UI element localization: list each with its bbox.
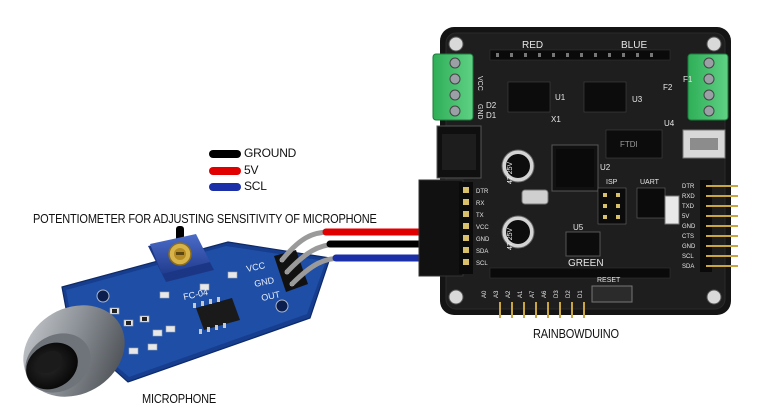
silk-u5: U5 bbox=[573, 223, 584, 232]
silk-uart: UART bbox=[640, 179, 660, 186]
bottom-pin-label: A3 bbox=[494, 290, 500, 298]
legend-label-5v: 5V bbox=[244, 163, 259, 177]
right-pin-label: CTS bbox=[682, 234, 694, 240]
bottom-pin-label: A0 bbox=[482, 290, 488, 298]
capacitor-2 bbox=[501, 215, 535, 249]
silk-isp: ISP bbox=[606, 179, 618, 186]
board-right-pin-header bbox=[700, 180, 738, 272]
board-silkscreen: RED BLUE GREEN X1 U1 U2 U3 U4 U5 D1 D2 F… bbox=[476, 40, 693, 284]
mic-pin-label-gnd: GND bbox=[253, 275, 275, 289]
left-pin-label: RX bbox=[476, 201, 484, 207]
silk-f2: F2 bbox=[663, 83, 673, 92]
isp-header bbox=[597, 187, 627, 225]
silk-d2: D2 bbox=[486, 101, 497, 110]
right-pin-label: 5V bbox=[682, 214, 689, 220]
bottom-pin-label: A2 bbox=[506, 290, 512, 298]
silk-vcc: VCC bbox=[476, 76, 483, 91]
board-left-connector bbox=[418, 179, 473, 277]
bottom-pin-label: D2 bbox=[566, 290, 572, 298]
microphone-caption: MICROPHONE bbox=[142, 392, 217, 406]
left-pin-label: VCC bbox=[476, 225, 489, 231]
left-pin-label: SDA bbox=[476, 249, 488, 255]
right-pin-label: RXD bbox=[682, 194, 695, 200]
terminal-block-right bbox=[687, 53, 729, 121]
bottom-pin-label: A7 bbox=[530, 290, 536, 298]
legend-label-ground: GROUND bbox=[244, 146, 297, 160]
mic-comparator-chip bbox=[193, 297, 240, 334]
silk-f1: F1 bbox=[683, 75, 693, 84]
board-bottom-pin-header bbox=[499, 302, 585, 318]
mic-pin-label-vcc: VCC bbox=[245, 260, 266, 274]
legend-label-scl: SCL bbox=[244, 179, 267, 193]
capacitor-1 bbox=[501, 149, 535, 183]
silk-u3: U3 bbox=[632, 95, 643, 104]
rainbowduino-caption: RAINBOWDUINO bbox=[533, 327, 619, 341]
silk-u2: U2 bbox=[600, 163, 611, 172]
bottom-pin-label: D1 bbox=[578, 290, 584, 298]
bottom-pin-label: A1 bbox=[518, 290, 524, 298]
rainbowduino-board bbox=[418, 27, 738, 318]
terminal-block-left bbox=[432, 53, 474, 121]
silk-cap2: 47 25V bbox=[507, 227, 514, 250]
potentiometer bbox=[148, 234, 214, 282]
usb-connector bbox=[682, 129, 726, 159]
silk-d1: D1 bbox=[486, 111, 497, 120]
legend-swatch-scl bbox=[209, 183, 241, 191]
silk-ftdi: FTDI bbox=[620, 140, 638, 149]
silk-gnd: GND bbox=[476, 104, 483, 120]
silk-red: RED bbox=[522, 40, 543, 51]
silk-reset: RESET bbox=[597, 277, 621, 284]
left-pin-label: SCL bbox=[476, 261, 488, 267]
right-pin-label: DTR bbox=[682, 184, 695, 190]
bottom-pin-label: D3 bbox=[554, 290, 560, 298]
mic-pin-label-out: OUT bbox=[260, 289, 281, 303]
potentiometer-annotation: POTENTIOMETER FOR ADJUSTING SENSITIVITY … bbox=[33, 212, 377, 226]
bottom-pin-label: A6 bbox=[542, 290, 548, 298]
silk-u4: U4 bbox=[664, 119, 675, 128]
silk-cap1: 47 25V bbox=[507, 161, 514, 184]
board-left-pin-labels: DTR RX TX VCC GND SDA SCL bbox=[476, 189, 490, 267]
silk-green: GREEN bbox=[568, 258, 604, 269]
mcu-chip bbox=[551, 144, 599, 192]
right-pin-label: SDA bbox=[682, 264, 694, 270]
right-pin-label: GND bbox=[682, 244, 696, 250]
left-pin-label: GND bbox=[476, 237, 490, 243]
silk-u1: U1 bbox=[555, 93, 566, 102]
microphone-capsule bbox=[23, 305, 125, 397]
silk-x1: X1 bbox=[551, 115, 561, 124]
silk-blue: BLUE bbox=[621, 40, 647, 51]
board-right-pin-labels: DTR RXD TXD 5V GND CTS GND SCL SDA bbox=[682, 184, 696, 270]
power-jack bbox=[436, 125, 482, 179]
legend-swatch-5v bbox=[209, 167, 241, 175]
right-pin-label: TXD bbox=[682, 204, 695, 210]
right-pin-label: GND bbox=[682, 224, 696, 230]
left-pin-label: TX bbox=[476, 213, 484, 219]
board-bottom-pin-labels: A3 A2 A1 A7 A6 D3 D2 D1 A0 bbox=[482, 290, 584, 298]
right-pin-label: SCL bbox=[682, 254, 694, 260]
left-pin-label: DTR bbox=[476, 189, 489, 195]
legend-swatch-ground bbox=[209, 150, 241, 158]
